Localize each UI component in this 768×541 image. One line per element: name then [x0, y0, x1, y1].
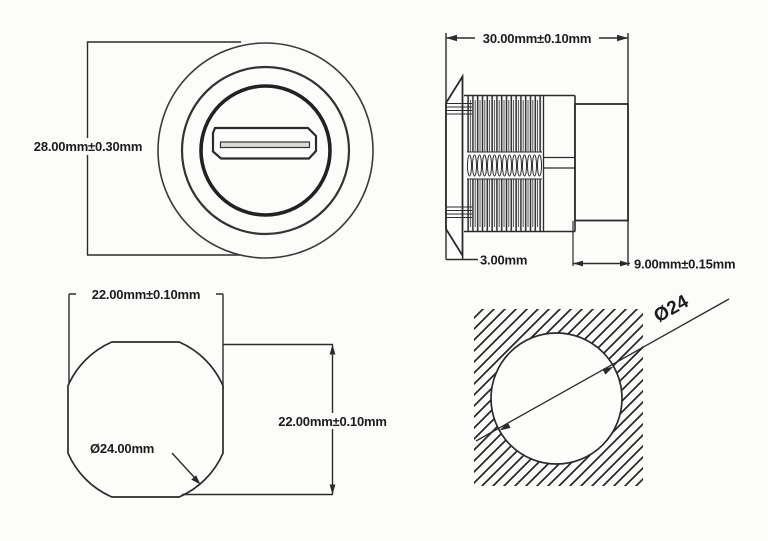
- side-view: 30.00mm±0.10mm: [445, 30, 736, 272]
- cutout-width-dim-label: 22.00mm±0.10mm: [92, 287, 200, 302]
- front-inner-bold-circle: [199, 84, 332, 217]
- front-height-dim-label: 28.00mm±0.30mm: [34, 139, 142, 154]
- front-view: 28.00mm±0.30mm: [29, 41, 374, 259]
- cutout-height-dim-label: 22.00mm±0.10mm: [278, 414, 386, 429]
- cutout-height-text-mask: [265, 413, 400, 429]
- rear-body: [574, 103, 629, 222]
- cutout-shape: [67, 341, 224, 498]
- front-outer-circle: [157, 42, 374, 259]
- rear-dim-label: 9.00mm±0.15mm: [634, 257, 735, 272]
- hole-diameter-line: [475, 298, 730, 442]
- cutout-height-arrow-bottom: [329, 484, 336, 495]
- flange-dim-label: 3.00mm: [480, 253, 527, 268]
- groove-bands: [446, 103, 472, 218]
- rear-dim-arrow-left: [573, 260, 583, 267]
- knurl-band: [467, 152, 542, 179]
- side-length-arrow-right: [617, 34, 628, 42]
- hole-diameter-arrow-upper: [602, 366, 614, 375]
- hdmi-port-slot: [219, 141, 311, 149]
- panel-hole-circle: [490, 332, 623, 465]
- cutout-height-arrow-top: [329, 344, 336, 355]
- side-length-text-mask: [475, 30, 599, 46]
- hole-diameter-label: Ø24: [651, 291, 693, 327]
- side-length-arrow-left: [446, 34, 457, 42]
- side-length-dim-label: 30.00mm±0.10mm: [483, 31, 591, 46]
- cutout-diameter-arrow: [191, 475, 201, 485]
- cutout-diameter-label: Ø24.00mm: [90, 441, 154, 456]
- cutout-view: 22.00mm±0.10mm Ø24.00mm 22.00mm±0.10mm: [67, 286, 400, 498]
- front-middle-circle: [180, 65, 351, 236]
- hole-view: Ø24: [474, 291, 730, 486]
- rear-dim-arrow-right: [620, 260, 630, 267]
- cutout-width-text-mask: [76, 286, 216, 302]
- hole-diameter-arrow-lower: [499, 422, 511, 431]
- front-dim-text-mask: [29, 138, 147, 155]
